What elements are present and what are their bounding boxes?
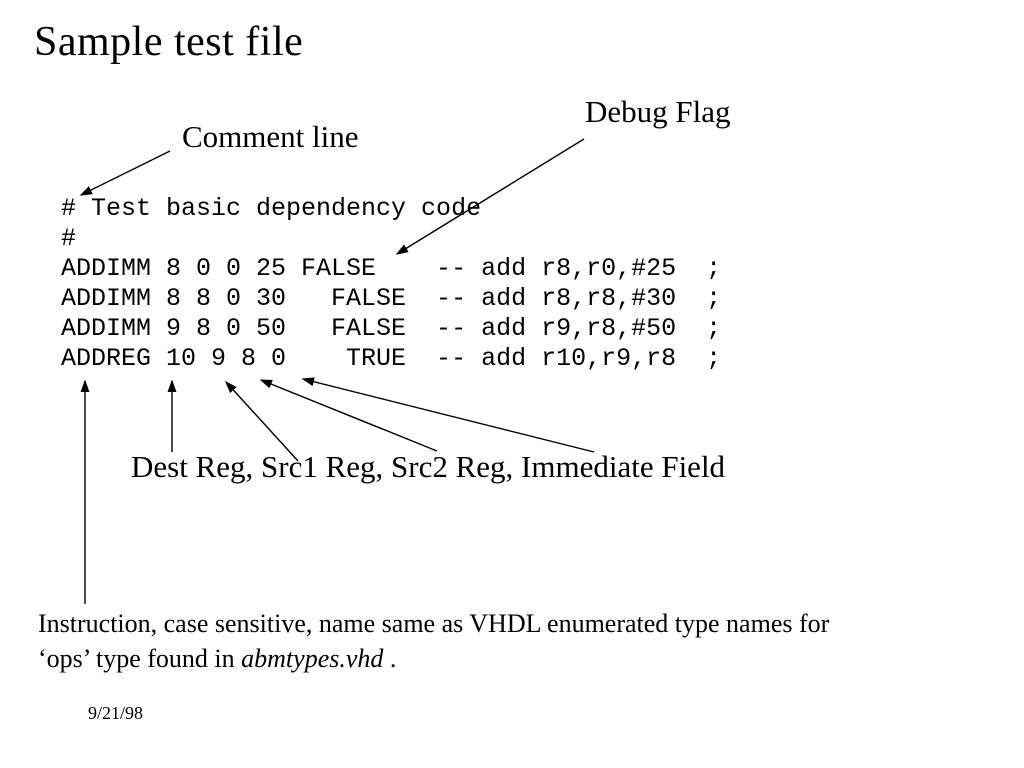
instruction-note-line1: Instruction, case sensitive, name same a… xyxy=(38,609,830,638)
date-stamp: 9/21/98 xyxy=(88,703,144,723)
instruction-note: Instruction, case sensitive, name same a… xyxy=(38,606,829,676)
debug-flag-label: Debug Flag xyxy=(585,94,731,129)
immediate-field-arrow xyxy=(301,377,595,453)
page-title: Sample test file xyxy=(34,19,304,65)
instruction-note-line2-prefix: ‘ops’ type found in xyxy=(38,644,242,673)
instruction-note-line2-suffix: . xyxy=(383,644,397,673)
fields-label: Dest Reg, Src1 Reg, Src2 Reg, Immediate … xyxy=(131,449,726,484)
src2-reg-arrow xyxy=(259,379,438,452)
filename-italic: abmtypes.vhd xyxy=(241,644,384,673)
instruction-note-line2: ‘ops’ type found in abmtypes.vhd . xyxy=(38,641,829,676)
test-file-code-listing: # Test basic dependency code # ADDIMM 8 … xyxy=(61,194,722,373)
comment-line-arrow xyxy=(79,150,171,196)
comment-line-label: Comment line xyxy=(182,119,359,154)
